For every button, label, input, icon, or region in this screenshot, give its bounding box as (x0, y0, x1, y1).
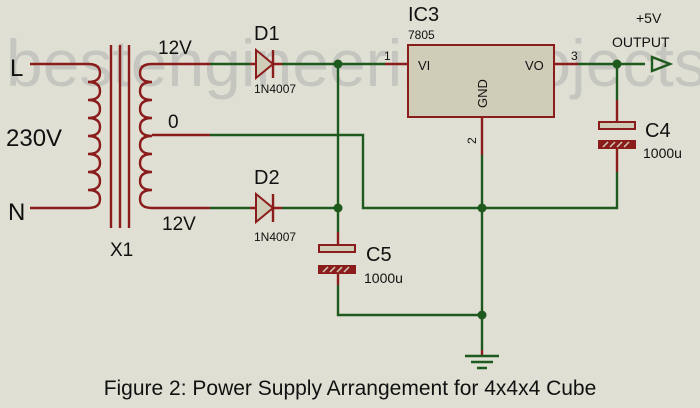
c5-ref: C5 (366, 244, 392, 266)
d1-part: 1N4007 (254, 82, 296, 96)
label-12v-bottom: 12V (162, 214, 196, 235)
label-n: N (8, 199, 25, 226)
pin-vi: VI (418, 58, 430, 73)
label-tap: 0 (168, 112, 179, 133)
label-x1: X1 (110, 240, 133, 261)
transformer-core (109, 45, 131, 228)
output-label: OUTPUT (612, 34, 670, 50)
c5-value: 1000u (364, 270, 403, 286)
c4-value: 1000u (643, 145, 682, 161)
pin3-number: 3 (571, 49, 578, 63)
pin-vo: VO (525, 58, 544, 73)
ground-icon (465, 354, 499, 370)
diode-d1: D1 1N4007 (250, 23, 296, 96)
output-voltage: +5V (636, 10, 662, 26)
output-terminal: +5V OUTPUT (612, 10, 674, 73)
d2-ref: D2 (254, 167, 280, 189)
pin2-number: 2 (465, 137, 479, 144)
ic3-part: 7805 (408, 28, 435, 42)
d1-ref: D1 (254, 23, 280, 45)
wires (152, 59, 645, 356)
pin-gnd: GND (475, 79, 490, 108)
c4-ref: C4 (645, 120, 671, 142)
label-12v-top: 12V (158, 38, 192, 59)
regulator-ic3: IC3 7805 VI VO GND 1 2 3 (384, 4, 578, 144)
capacitor-c5: C5 1000u (318, 244, 403, 286)
d2-part: 1N4007 (254, 230, 296, 244)
primary-coil (87, 62, 102, 210)
label-230v: 230V (6, 125, 62, 152)
ic3-ref: IC3 (408, 4, 439, 26)
output-arrow-icon (650, 55, 674, 73)
label-l: L (10, 55, 23, 82)
diode-d2: D2 1N4007 (250, 167, 296, 244)
pin1-number: 1 (384, 49, 391, 63)
transformer-x1: L 230V N 12V 0 12V X1 (6, 38, 196, 261)
figure-caption: Figure 2: Power Supply Arrangement for 4… (104, 377, 597, 400)
capacitor-c4: C4 1000u (598, 120, 682, 161)
